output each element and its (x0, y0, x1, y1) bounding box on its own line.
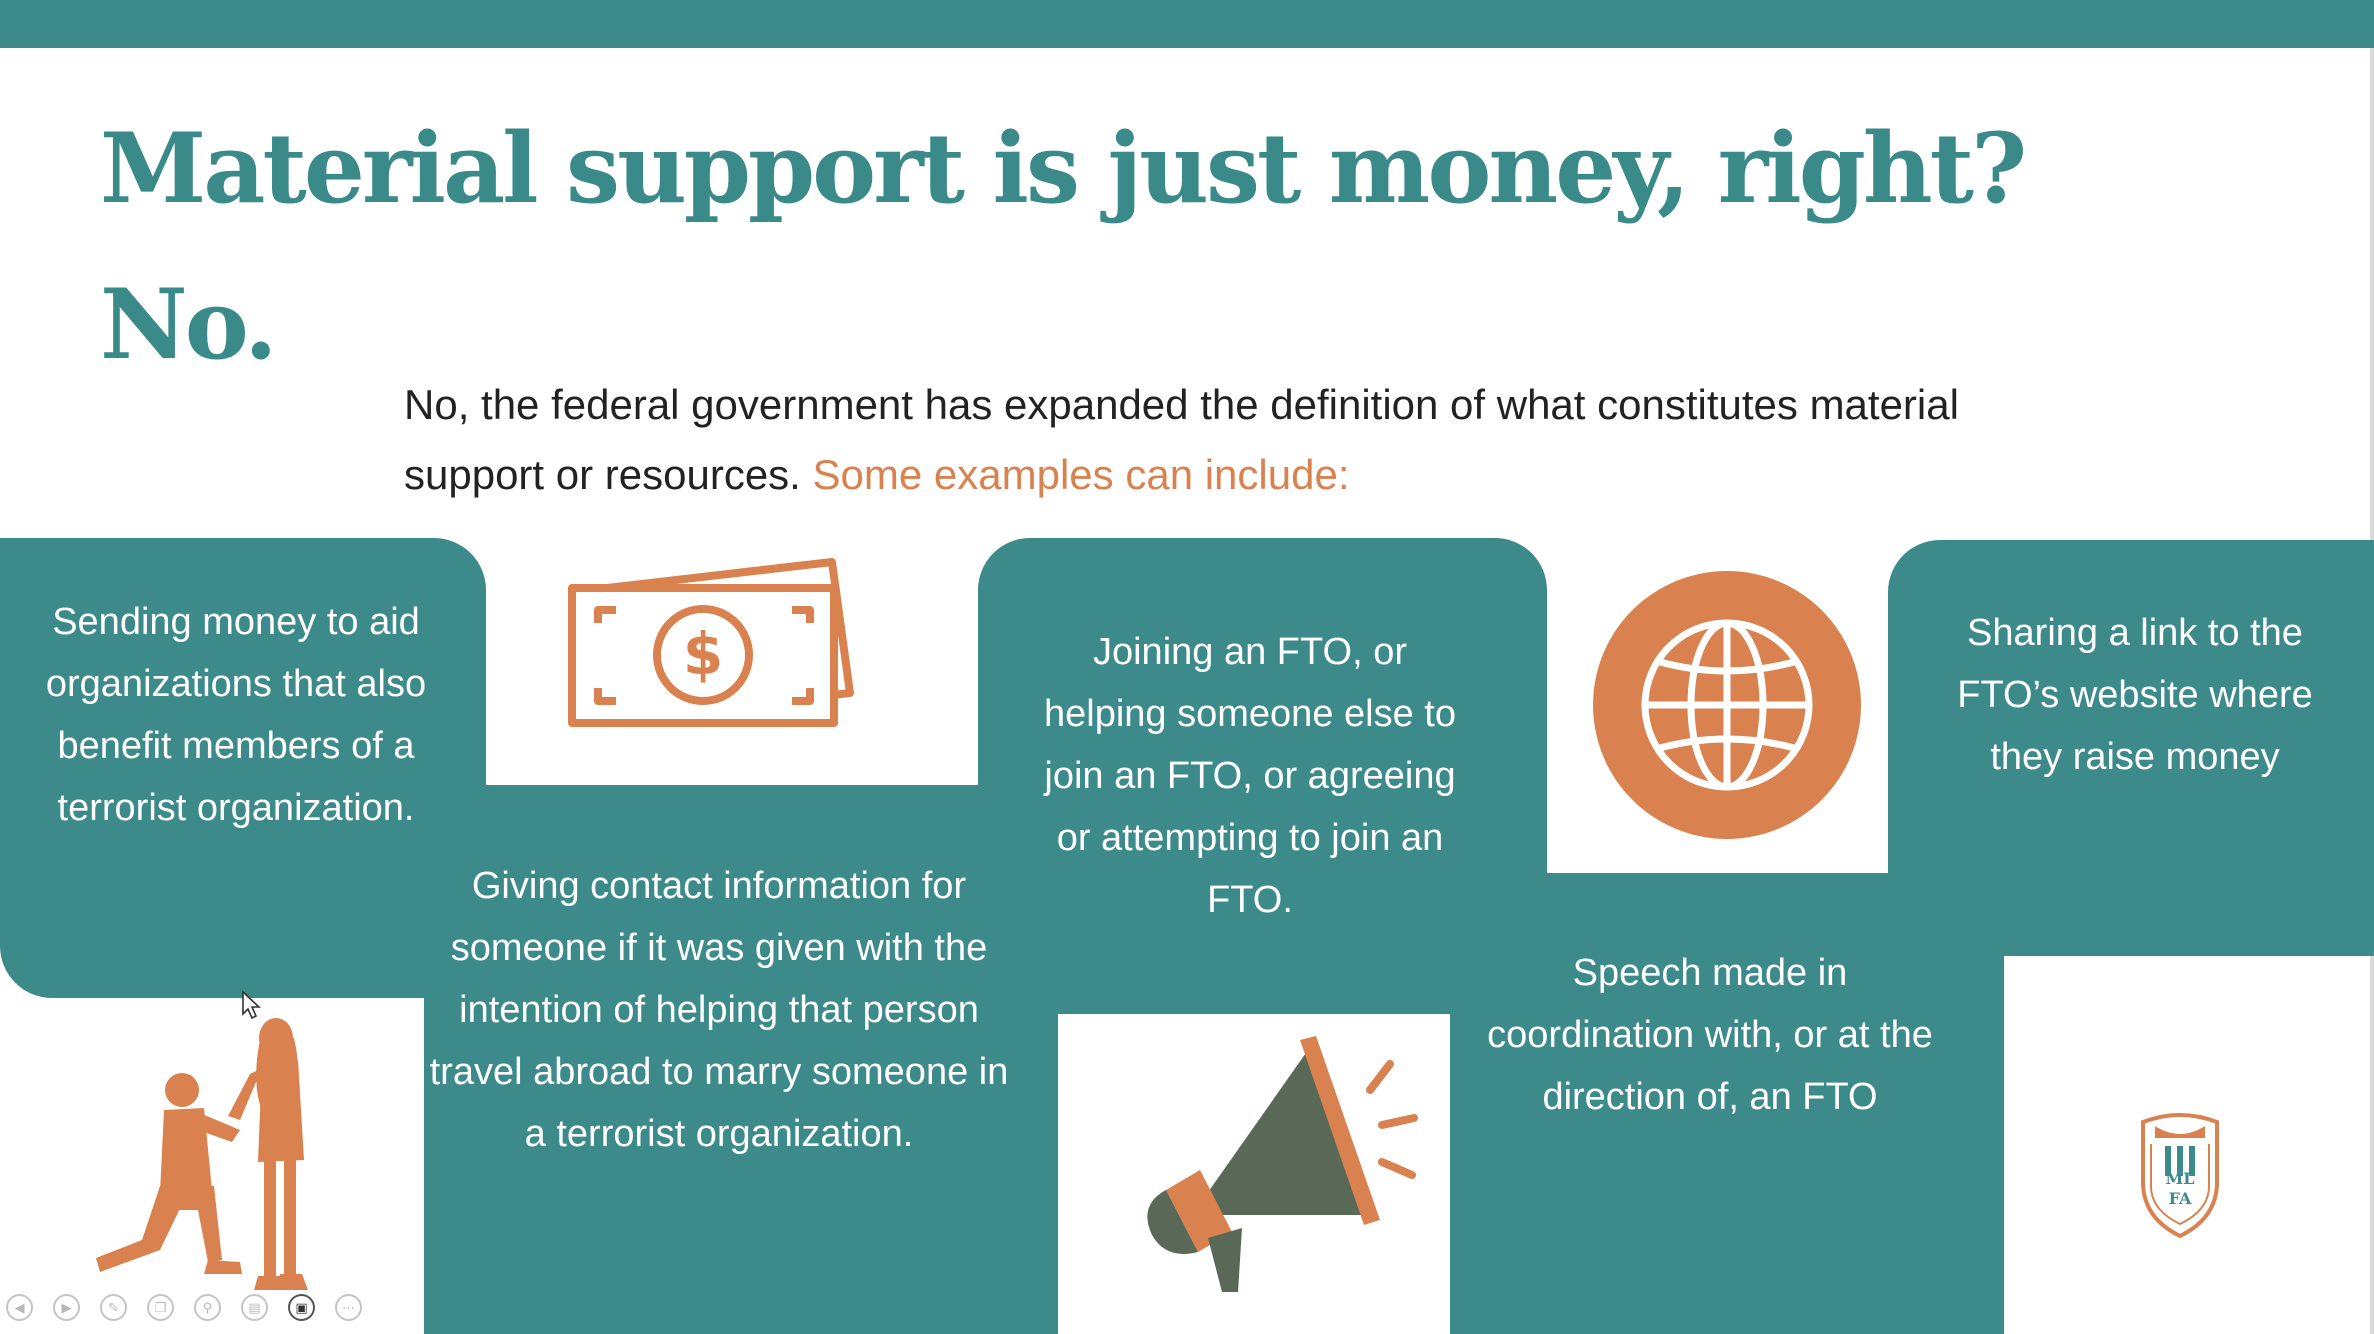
presenter-toolbar: ◀ ▶ ✎ ❐ ⚲ ▤ ▣ ⋯ (6, 1294, 362, 1321)
card-contact-info-text: Giving contact information for someone i… (429, 865, 1009, 1155)
subtitles-button[interactable]: ▤ (241, 1294, 268, 1321)
megaphone-icon (1147, 1036, 1418, 1292)
copy-button[interactable]: ❐ (147, 1294, 174, 1321)
svg-text:$: $ (683, 620, 723, 688)
previous-slide-button[interactable]: ◀ (6, 1294, 33, 1321)
card-speech-text: Speech made in coordination with, or at … (1487, 952, 1933, 1118)
logo-panel (2004, 956, 2370, 1334)
card-sending-money-text: Sending money to aid organizations that … (45, 601, 427, 829)
slide-answer: No. (100, 268, 278, 381)
intro-paragraph: No, the federal government has expanded … (404, 370, 1964, 510)
card-sending-money (0, 538, 486, 998)
money-bills-icon: $ (568, 558, 854, 727)
proposal-silhouette-icon (96, 1018, 308, 1290)
zoom-button[interactable]: ⚲ (194, 1294, 221, 1321)
camera-button[interactable]: ▣ (288, 1294, 315, 1321)
intro-text: No, the federal government has expanded … (404, 381, 1959, 498)
card-contact-info (424, 785, 1058, 1334)
logo-text-ml: ML (2166, 1169, 2195, 1188)
logo-text-fa: FA (2169, 1189, 2192, 1208)
more-options-button[interactable]: ⋯ (335, 1294, 362, 1321)
next-slide-button[interactable]: ▶ (53, 1294, 80, 1321)
top-accent-bar (0, 0, 2374, 48)
pen-button[interactable]: ✎ (100, 1294, 127, 1321)
slide-title: Material support is just money, right? (100, 112, 2027, 225)
card-sharing-link-text: Sharing a link to the FTO’s website wher… (1957, 612, 2313, 778)
card-joining-fto-text: Joining an FTO, or helping someone else … (1044, 631, 1456, 921)
mouse-cursor-icon (242, 990, 262, 1020)
card-sharing-link (1888, 540, 2374, 956)
intro-highlight: Some examples can include: (812, 451, 1350, 498)
globe-icon (1593, 571, 1861, 839)
mlfa-shield-logo: ML FA (2141, 1113, 2219, 1239)
